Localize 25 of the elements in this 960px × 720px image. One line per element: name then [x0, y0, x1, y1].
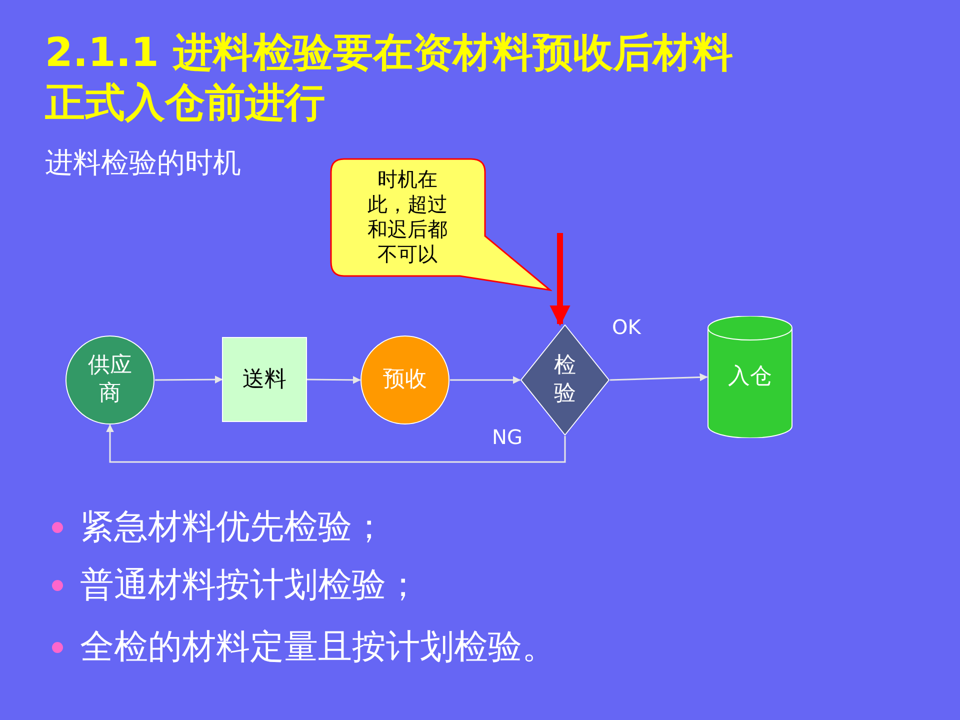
node-text: 检验 — [553, 352, 577, 408]
bullet-text: 紧急材料优先检验； — [80, 506, 386, 549]
node-text: 供应商 — [88, 352, 132, 408]
decision-diamond — [520, 324, 610, 436]
storage-cylinder — [707, 316, 793, 438]
arrow — [155, 376, 223, 384]
node-text: 送料 — [242, 366, 286, 394]
arrow — [610, 373, 708, 382]
supplier-circle — [65, 335, 155, 425]
node-text: 预收 — [383, 366, 427, 394]
subtitle: 进料检验的时机 — [45, 145, 241, 181]
arrow — [106, 424, 566, 463]
edge-label: NG — [492, 425, 522, 449]
bullet-text: 全检的材料定量且按计划检验。 — [80, 626, 556, 669]
pointer-arrow — [550, 233, 570, 326]
process-circle — [360, 335, 450, 425]
arrow — [450, 376, 521, 384]
node-text: 时机在此，超过和迟后都不可以 — [366, 167, 448, 267]
edge-label: OK — [612, 315, 641, 339]
callout-bubble — [330, 158, 552, 292]
process-box — [222, 337, 307, 422]
slide-title: 2.1.1 进料检验要在资材料预收后材料正式入仓前进行 — [45, 29, 734, 128]
bullet-text: 普通材料按计划检验； — [80, 564, 420, 607]
node-text: 入仓 — [728, 363, 772, 391]
arrow — [307, 376, 361, 384]
